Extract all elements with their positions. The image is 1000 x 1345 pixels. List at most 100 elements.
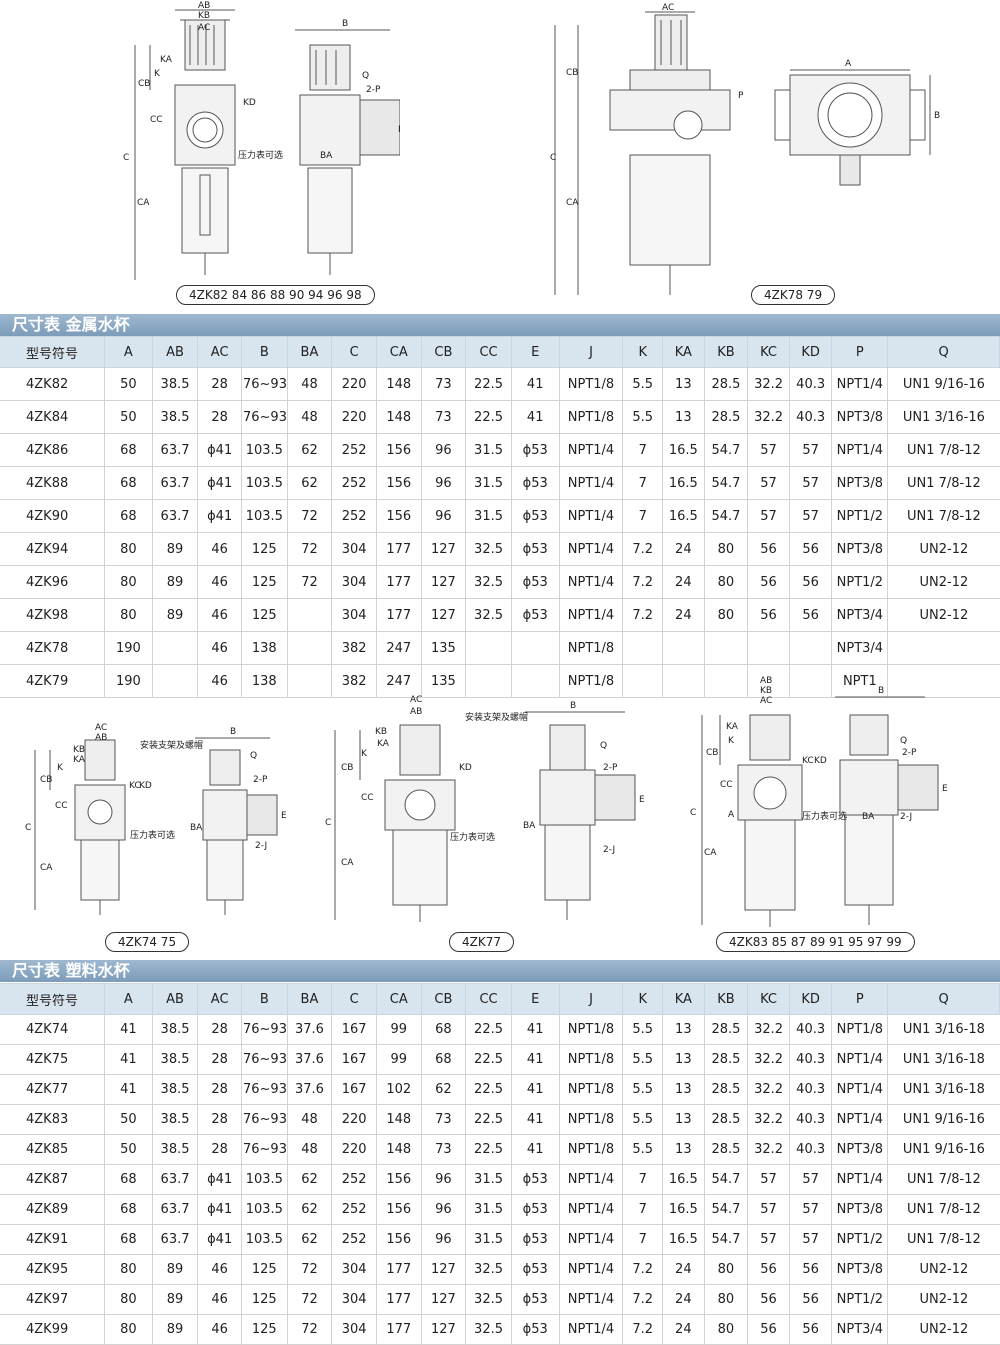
table-cell: 63.7 [151, 1194, 198, 1225]
table-cell: 96 [420, 1224, 466, 1255]
table-cell: 40.3 [788, 1074, 832, 1105]
table-cell: ϕ53 [510, 466, 560, 500]
mid-a-kb: KB [73, 745, 85, 755]
gauge-optional-label: 压力表可选 [238, 149, 283, 161]
column-header: AB [151, 336, 199, 368]
mid-c-cb: CB [706, 748, 718, 758]
table-cell: 37.6 [286, 1014, 332, 1045]
table-cell: 72 [286, 1314, 332, 1345]
table-cell: 148 [375, 1134, 422, 1165]
column-header: C [331, 983, 377, 1015]
table-cell: 7 [622, 466, 663, 500]
table-cell: 57 [788, 499, 832, 533]
table-cell: 28.5 [703, 1044, 748, 1075]
table-cell: UN1 9/16-16 [887, 367, 1000, 401]
mid-c-2p: 2-P [902, 748, 917, 758]
table-cell: 13 [662, 1074, 705, 1105]
table-cell: NPT1/4 [558, 1254, 623, 1285]
table-cell: 96 [420, 1194, 466, 1225]
dim-label-k: K [154, 69, 161, 79]
table-cell: 252 [331, 1224, 377, 1255]
table-cell: NPT1/4 [558, 1314, 623, 1345]
table-cell: 46 [197, 664, 242, 698]
table-cell: NPT1/4 [558, 1224, 623, 1255]
mid-b-b: B [570, 701, 576, 711]
mid-c-kd: KD [814, 756, 827, 766]
dim-label-cc: CC [150, 115, 163, 125]
table-cell: 13 [662, 367, 705, 401]
table-cell: UN2-12 [887, 1284, 1000, 1315]
table-cell: 5.5 [622, 1014, 663, 1045]
table-cell: 32.5 [465, 1254, 512, 1285]
table-cell: NPT1/8 [558, 631, 623, 665]
table-cell: 167 [331, 1074, 377, 1105]
table-cell: 16.5 [662, 1194, 705, 1225]
table-cell: 38.5 [151, 1074, 198, 1105]
column-header: 型号符号 [0, 983, 106, 1015]
table-cell: 57 [747, 1194, 790, 1225]
table-cell: 32.2 [747, 1074, 790, 1105]
column-header: K [622, 336, 664, 368]
table-cell: 63.7 [151, 1224, 198, 1255]
table-cell: ϕ53 [510, 565, 560, 599]
mid-b-kd: KD [459, 763, 472, 773]
table-cell: 28.5 [703, 1014, 748, 1045]
mid-a-q: Q [250, 751, 257, 761]
table-cell: UN2-12 [887, 1314, 1000, 1345]
table-cell: 31.5 [465, 1224, 512, 1255]
table-cell: 89 [151, 532, 198, 566]
table-cell: 190 [104, 631, 153, 665]
table-cell: UN1 3/16-16 [887, 400, 1000, 434]
model-cell: 4ZK77 [0, 1074, 105, 1105]
table-cell [662, 664, 705, 698]
table-cell [747, 631, 790, 665]
table-cell: 38.5 [151, 1044, 198, 1075]
table-cell: 13 [662, 1134, 705, 1165]
table-cell: 40.3 [788, 1044, 832, 1075]
table-cell: 54.7 [703, 466, 748, 500]
table-cell: 48 [286, 400, 332, 434]
mid-b-bracket: 安装支架及螺帽 [465, 711, 528, 723]
column-header: B [240, 983, 288, 1015]
dim-label-kb: KB [198, 11, 210, 21]
table-cell: 73 [420, 1104, 466, 1135]
table-cell: 50 [104, 1104, 153, 1135]
dim-label-cb-r: CB [566, 68, 578, 78]
table-cell: ϕ53 [510, 1224, 560, 1255]
dim-label-ba: BA [320, 151, 333, 161]
mid-c-b: B [878, 686, 884, 696]
table-cell [465, 664, 512, 698]
table-cell: 304 [331, 565, 377, 599]
table-cell: 28 [197, 1014, 242, 1045]
table-cell: UN1 3/16-18 [887, 1074, 1000, 1105]
table-cell: UN1 3/16-18 [887, 1014, 1000, 1045]
mid-b-2j: 2-J [603, 845, 615, 855]
table-cell: 48 [286, 1104, 332, 1135]
table-cell: 57 [788, 433, 832, 467]
mid-a-c: C [25, 823, 31, 833]
mid-c-k: K [728, 736, 735, 746]
table-cell: 252 [331, 1164, 377, 1195]
table-cell: 127 [420, 1314, 466, 1345]
model-cell: 4ZK75 [0, 1044, 105, 1075]
table-cell [788, 664, 832, 698]
table-cell: 72 [286, 532, 332, 566]
mid-c-e: E [942, 784, 948, 794]
column-header: A [104, 336, 153, 368]
table-cell: 41 [104, 1014, 153, 1045]
table-cell [510, 664, 560, 698]
table-cell: NPT1/8 [558, 1134, 623, 1165]
table-cell: 50 [104, 1134, 153, 1165]
mid-a-cc: CC [55, 801, 68, 811]
mid-b-q: Q [600, 741, 607, 751]
table-cell: ϕ53 [510, 1164, 560, 1195]
table-cell: 28.5 [703, 1134, 748, 1165]
mid-a-2j: 2-J [255, 841, 267, 851]
table-cell: 80 [104, 598, 153, 632]
